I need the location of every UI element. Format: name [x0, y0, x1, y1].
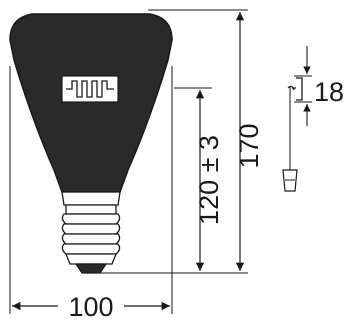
lamp-neck [61, 191, 121, 206]
detail-size-label: 18 [314, 77, 344, 107]
filament-icon [66, 80, 114, 98]
dimension-diameter: 100 [11, 292, 170, 322]
screw-base [61, 204, 121, 274]
clip-detail [282, 46, 312, 192]
extension-lines [9, 9, 248, 314]
reflector-lamp [9, 13, 173, 274]
overall-height-label: 170 [234, 123, 264, 168]
light-center-length-label: 120 ± 3 [194, 135, 224, 225]
dimension-light-center-length: 120 ± 3 [194, 90, 224, 271]
dimension-overall-height: 170 [234, 11, 264, 271]
diameter-label: 100 [68, 292, 113, 322]
bulb-body [9, 13, 173, 193]
